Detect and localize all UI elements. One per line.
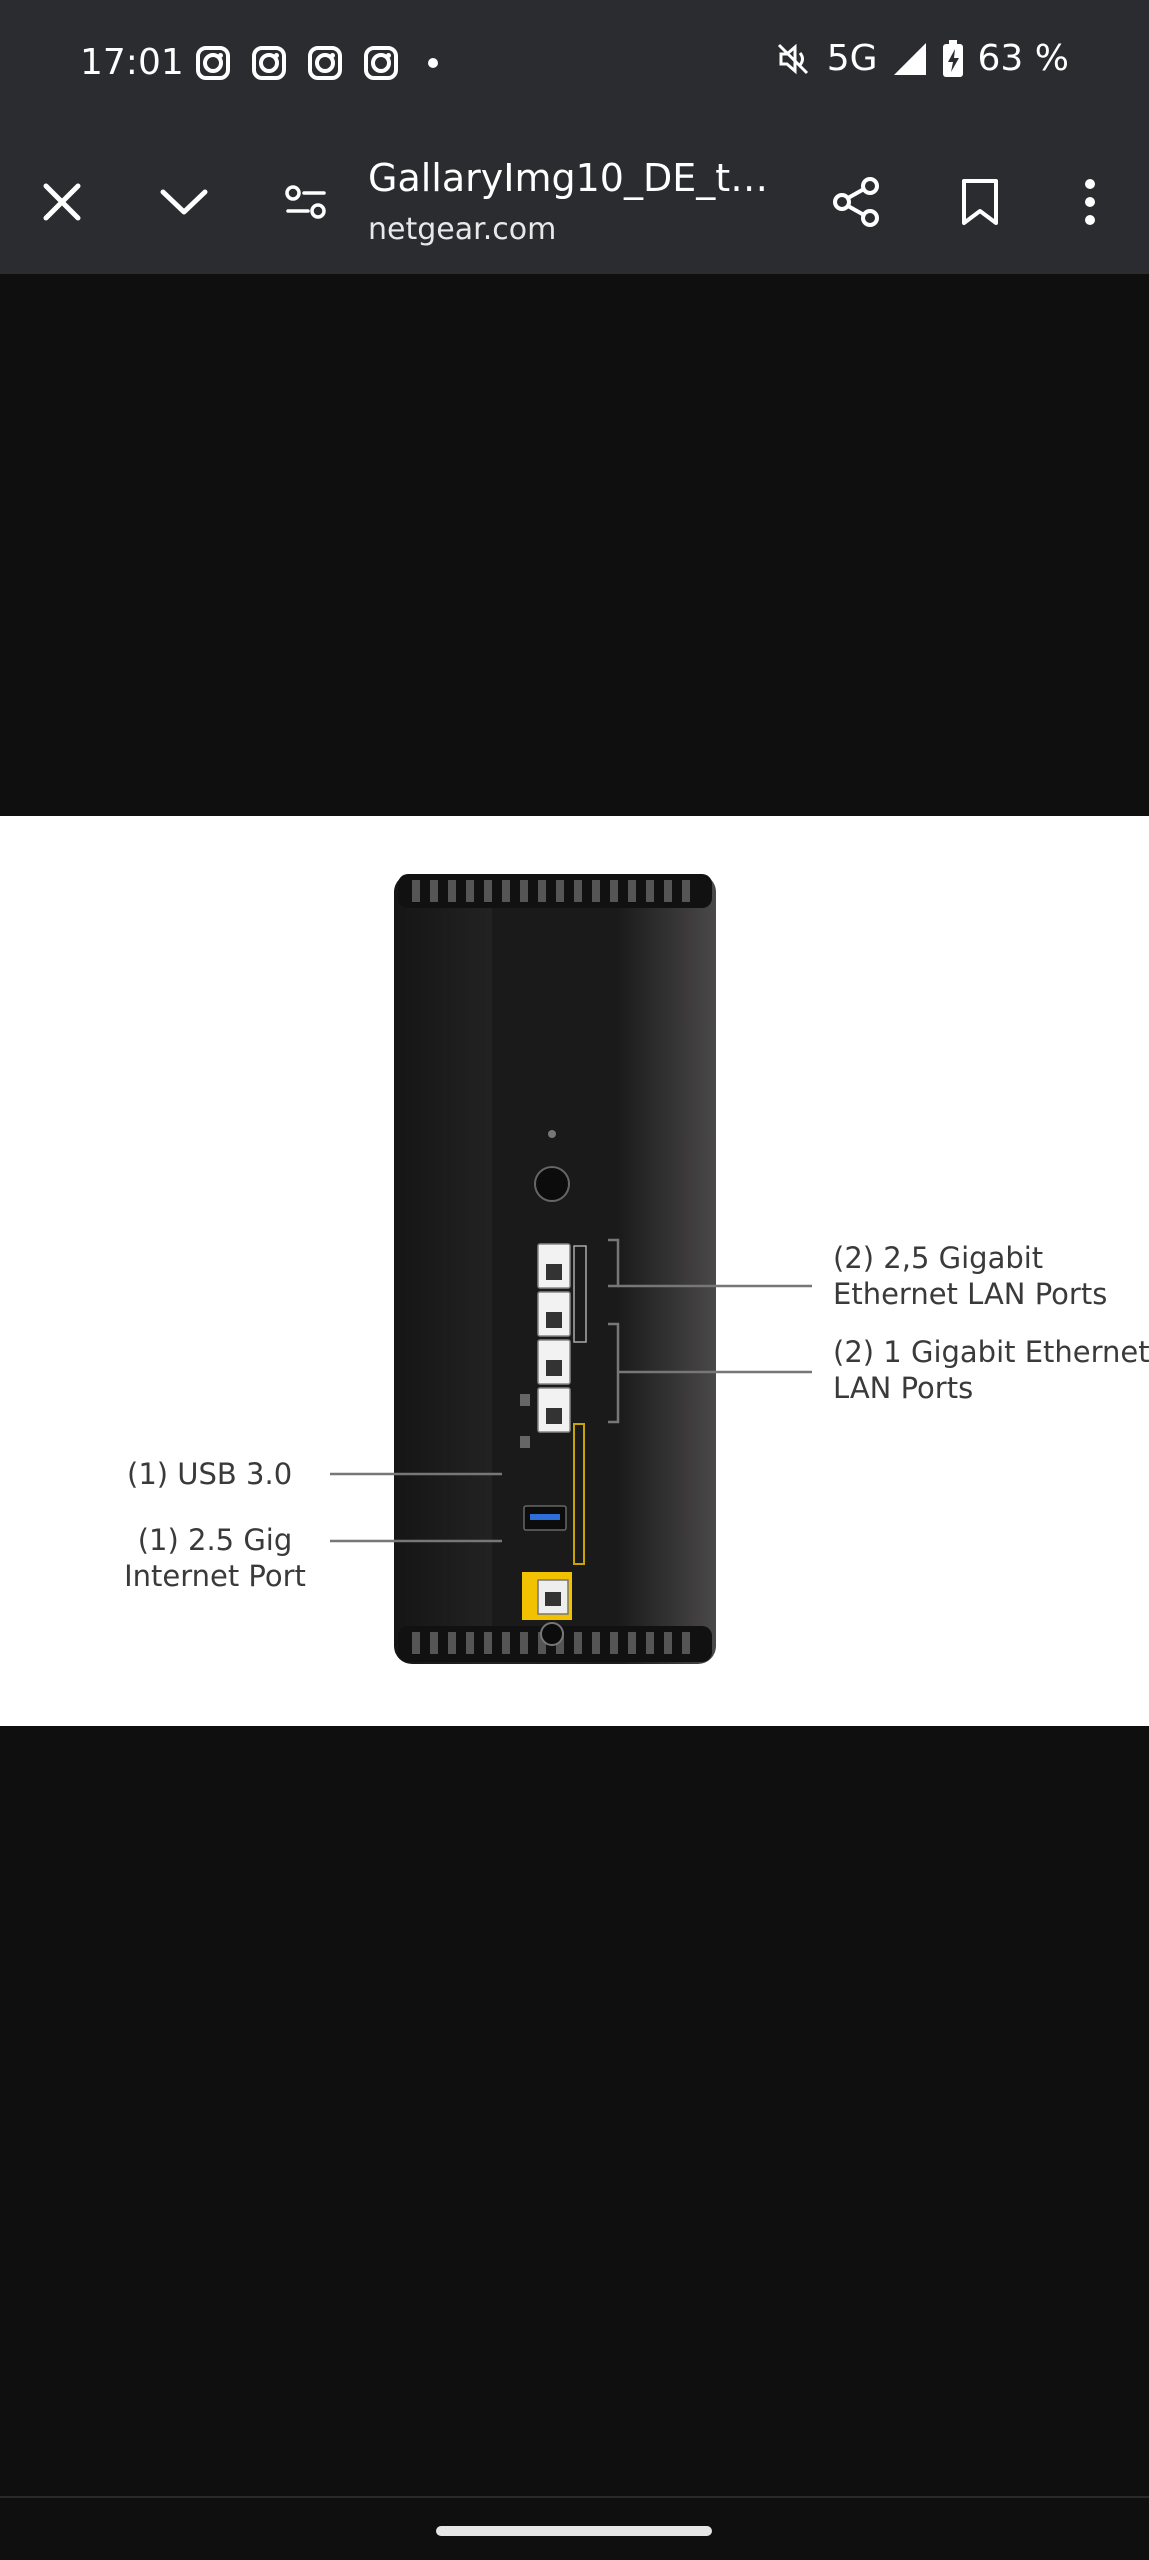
battery-charging-icon: [942, 40, 964, 78]
notification-icons: [196, 46, 438, 80]
label-lan-2-5-gigabit: (2) 2,5 Gigabit Ethernet LAN Ports: [833, 1240, 1107, 1312]
close-icon: [40, 180, 84, 224]
instagram-icon: [308, 46, 342, 80]
instagram-icon: [364, 46, 398, 80]
status-indicators: 5G 63 %: [773, 38, 1069, 79]
signal-icon: [892, 41, 928, 77]
status-time: 17:01: [80, 42, 184, 83]
mute-icon: [773, 39, 813, 79]
label-lan-1-gigabit: (2) 1 Gigabit Ethernet LAN Ports: [833, 1334, 1149, 1406]
label-usb: (1) USB 3.0: [127, 1456, 292, 1492]
more-notifications-dot: [428, 58, 438, 68]
gesture-nav-bar: [0, 2496, 1149, 2560]
product-image: (2) 2,5 Gigabit Ethernet LAN Ports (2) 1…: [0, 816, 1149, 1726]
bookmark-button[interactable]: [940, 162, 1020, 242]
close-button[interactable]: [22, 162, 102, 242]
page-url[interactable]: netgear.com: [368, 212, 556, 247]
instagram-icon: [196, 46, 230, 80]
bookmark-icon: [960, 177, 1000, 227]
site-settings-icon: [284, 182, 328, 222]
minimize-button[interactable]: [144, 162, 224, 242]
status-bar: 17:01 5G 63 %: [0, 0, 1149, 132]
battery-level: 63 %: [978, 38, 1069, 79]
chevron-down-icon: [159, 187, 209, 217]
more-options-button[interactable]: [1050, 162, 1130, 242]
label-internet-port: (1) 2.5 Gig Internet Port: [100, 1522, 330, 1594]
instagram-icon: [252, 46, 286, 80]
share-icon: [831, 176, 881, 228]
page-title[interactable]: GallaryImg10_DE_tcm...: [368, 156, 788, 200]
home-handle[interactable]: [436, 2526, 712, 2536]
site-settings-button[interactable]: [266, 162, 346, 242]
network-type: 5G: [827, 38, 878, 79]
image-viewer[interactable]: (2) 2,5 Gigabit Ethernet LAN Ports (2) 1…: [0, 274, 1149, 2496]
share-button[interactable]: [816, 162, 896, 242]
custom-tab-toolbar: GallaryImg10_DE_tcm... netgear.com: [0, 132, 1149, 274]
more-icon: [1084, 178, 1096, 226]
